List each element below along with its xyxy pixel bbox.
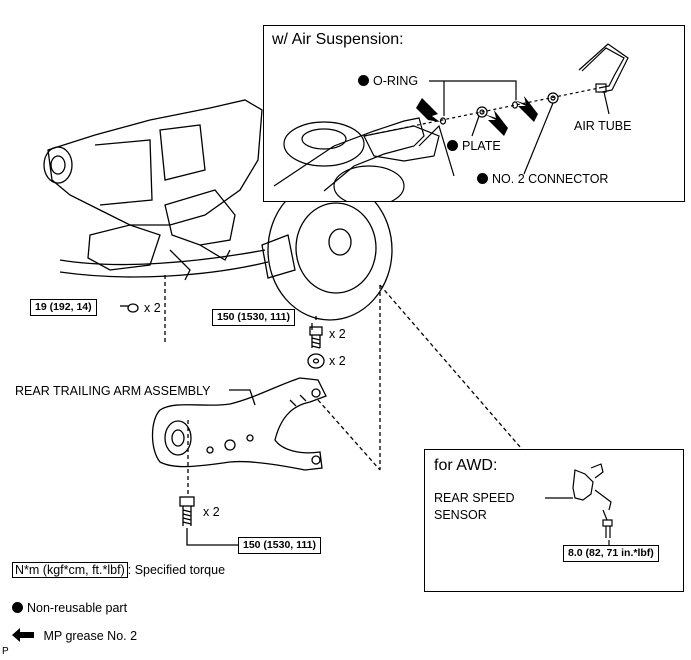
qty-washer: x 2 [329,354,346,368]
qty-bolt-19: x 2 [144,301,161,315]
qty-top-bolt: x 2 [329,327,346,341]
awd-drawing [545,463,613,548]
trailing-arm-label: REAR TRAILING ARM ASSEMBLY [15,384,211,398]
corner-mark: P [2,646,9,657]
non-reusable-dot-icon [12,602,23,613]
grease-arrow-icon [12,628,34,642]
non-reusable-legend: Non-reusable part [12,601,127,615]
air-tube-label: AIR TUBE [574,119,632,133]
plate-text: PLATE [462,139,501,153]
non-reusable-text: Non-reusable part [27,601,128,615]
grease-arrow-icon [416,98,440,124]
torque-legend-text: : Specified torque [127,563,226,577]
connector-label: NO. 2 CONNECTOR [477,172,608,186]
awd-inset: for AWD: REAR SPEED SENSOR 8.0 (82, 71 i… [424,449,684,592]
o-ring-text: O-RING [373,74,419,88]
torque-box-150-top: 150 (1530, 111) [212,309,295,326]
torque-box-19: 19 (192, 14) [30,299,97,316]
inset-title: w/ Air Suspension: [272,31,404,48]
awd-title: for AWD: [434,457,498,474]
torque-legend-unit: N*m (kgf*cm, ft.*lbf) [12,562,128,578]
air-suspension-drawing [273,43,629,201]
sensor-label-line2: SENSOR [434,508,487,522]
grease-arrow-icon [484,110,508,136]
qty-bottom-bolt: x 2 [203,505,220,519]
air-suspension-inset: w/ Air Suspension: O-RING AIR TUBE PLATE… [263,25,685,202]
sensor-label-line1: REAR SPEED [434,491,515,505]
torque-legend: N*m (kgf*cm, ft.*lbf): Specified torque [12,562,226,578]
grease-arrow-icon [514,96,538,122]
non-reusable-dot-icon [477,173,488,184]
non-reusable-dot-icon [447,140,458,151]
plate-label: PLATE [447,139,501,153]
grease-text: MP grease No. 2 [43,629,138,643]
grease-legend: MP grease No. 2 [12,628,137,643]
non-reusable-dot-icon [358,75,369,86]
torque-box-150-bottom: 150 (1530, 111) [238,537,321,554]
connector-text: NO. 2 CONNECTOR [492,172,609,186]
o-ring-label: O-RING [358,74,418,88]
torque-box-awd: 8.0 (82, 71 in.*lbf) [563,545,659,562]
